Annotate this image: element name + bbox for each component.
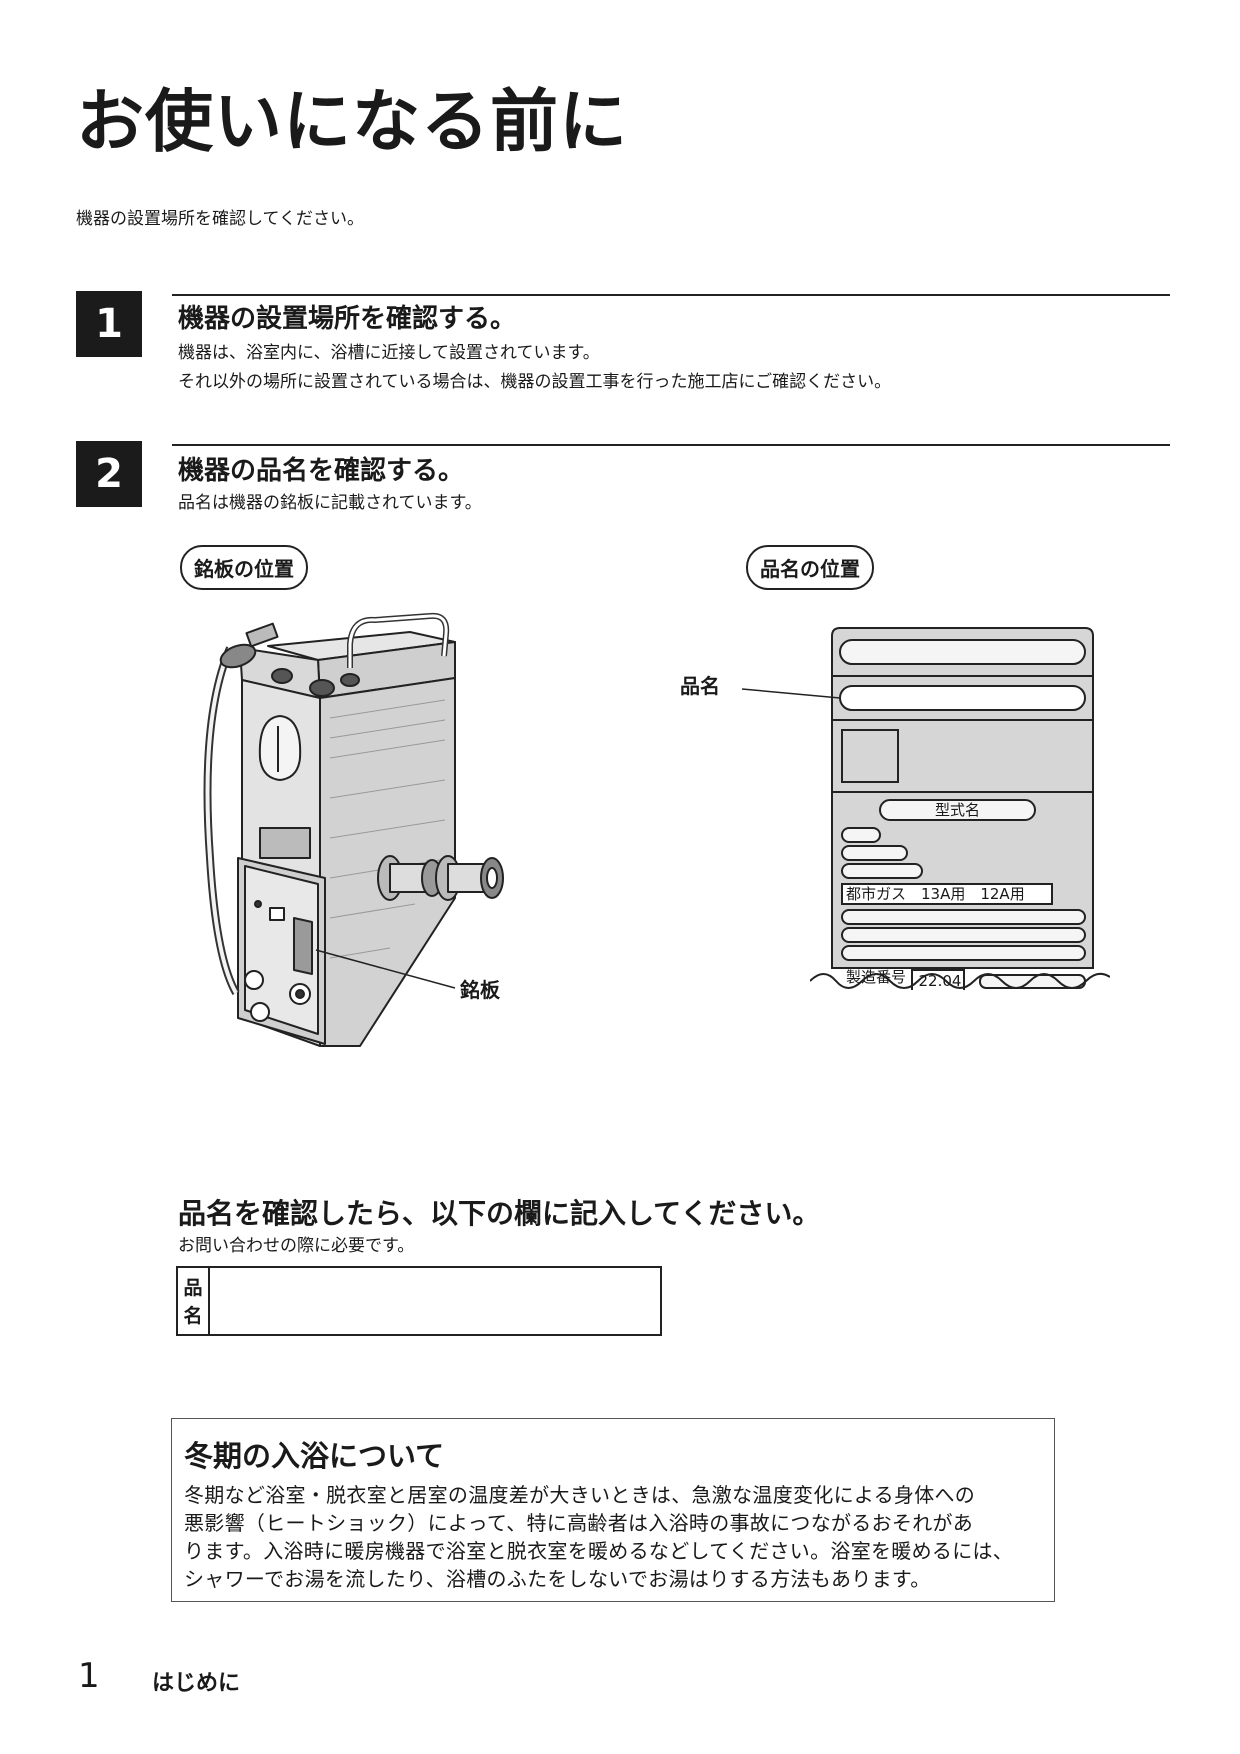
step-2-rule (172, 444, 1170, 446)
winter-bathing-notice: 冬期の入浴について 冬期など浴室・脱衣室と居室の温度差が大きいときは、急激な温度… (171, 1418, 1055, 1602)
page-number: 1 (78, 1656, 100, 1696)
nameplate-location-heading: 銘板の位置 (180, 545, 308, 590)
step-1-text: 機器は、浴室内に、浴槽に近接して設置されています。 それ以外の場所に設置されてい… (178, 339, 891, 397)
notice-line-4: シャワーでお湯を流したり、浴槽のふたをしないでお湯はりする方法もあります。 (184, 1567, 931, 1591)
product-name-location-heading: 品名の位置 (746, 545, 874, 590)
step-2-number: 2 (76, 441, 142, 507)
plate-gas-type: 都市ガス 13A用 12A用 (846, 885, 1025, 903)
notice-line-3: ります。入浴時に暖房機器で浴室と脱衣室を暖めるなどしてください。浴室を暖めるには… (184, 1539, 1014, 1563)
plate-serial-value: 22.04 (918, 972, 962, 990)
record-note: お問い合わせの際に必要です。 (178, 1236, 415, 1256)
water-heater-illustration (203, 612, 504, 1047)
section-name: はじめに (152, 1671, 241, 1696)
notice-line-2: 悪影響（ヒートショック）によって、特に高齢者は入浴時の事故につながるおそれがあ (184, 1511, 974, 1535)
intro-text: 機器の設置場所を確認してください。 (76, 209, 364, 229)
step-2-line-1: 品名は機器の銘板に記載されています。 (178, 493, 482, 513)
step-2-title: 機器の品名を確認する。 (178, 456, 465, 486)
plate-model-label: 型式名 (934, 801, 980, 819)
step-1-line-2: それ以外の場所に設置されている場合は、機器の設置工事を行った施工店にご確認くださ… (178, 372, 892, 392)
notice-line-1: 冬期など浴室・脱衣室と居室の温度差が大きいときは、急激な温度変化による身体への (184, 1483, 976, 1507)
plate-serial-label: 製造番号 (846, 968, 907, 986)
nameplate-callout: 銘板 (460, 978, 500, 1002)
step-1-number: 1 (76, 291, 142, 357)
step-1-line-1: 機器は、浴室内に、浴槽に近接して設置されています。 (178, 343, 600, 363)
step-2-text: 品名は機器の銘板に記載されています。 (178, 489, 482, 518)
nameplate-diagram (741, 627, 1094, 990)
notice-body: 冬期など浴室・脱衣室と居室の温度差が大きいときは、急激な温度変化による身体への … (184, 1481, 1013, 1593)
step-1-rule (172, 294, 1170, 296)
product-name-record-table: 品名 (176, 1266, 662, 1336)
product-name-write-field[interactable] (210, 1268, 660, 1334)
nameplate-torn-edge (810, 972, 1110, 989)
record-title: 品名を確認したら、以下の欄に記入してください。 (178, 1197, 821, 1230)
step-1-title: 機器の設置場所を確認する。 (178, 304, 517, 334)
notice-title: 冬期の入浴について (184, 1439, 445, 1473)
record-label: 品名 (178, 1268, 210, 1334)
product-name-callout: 品名 (680, 674, 720, 698)
page-title: お使いになる前に (76, 83, 629, 162)
